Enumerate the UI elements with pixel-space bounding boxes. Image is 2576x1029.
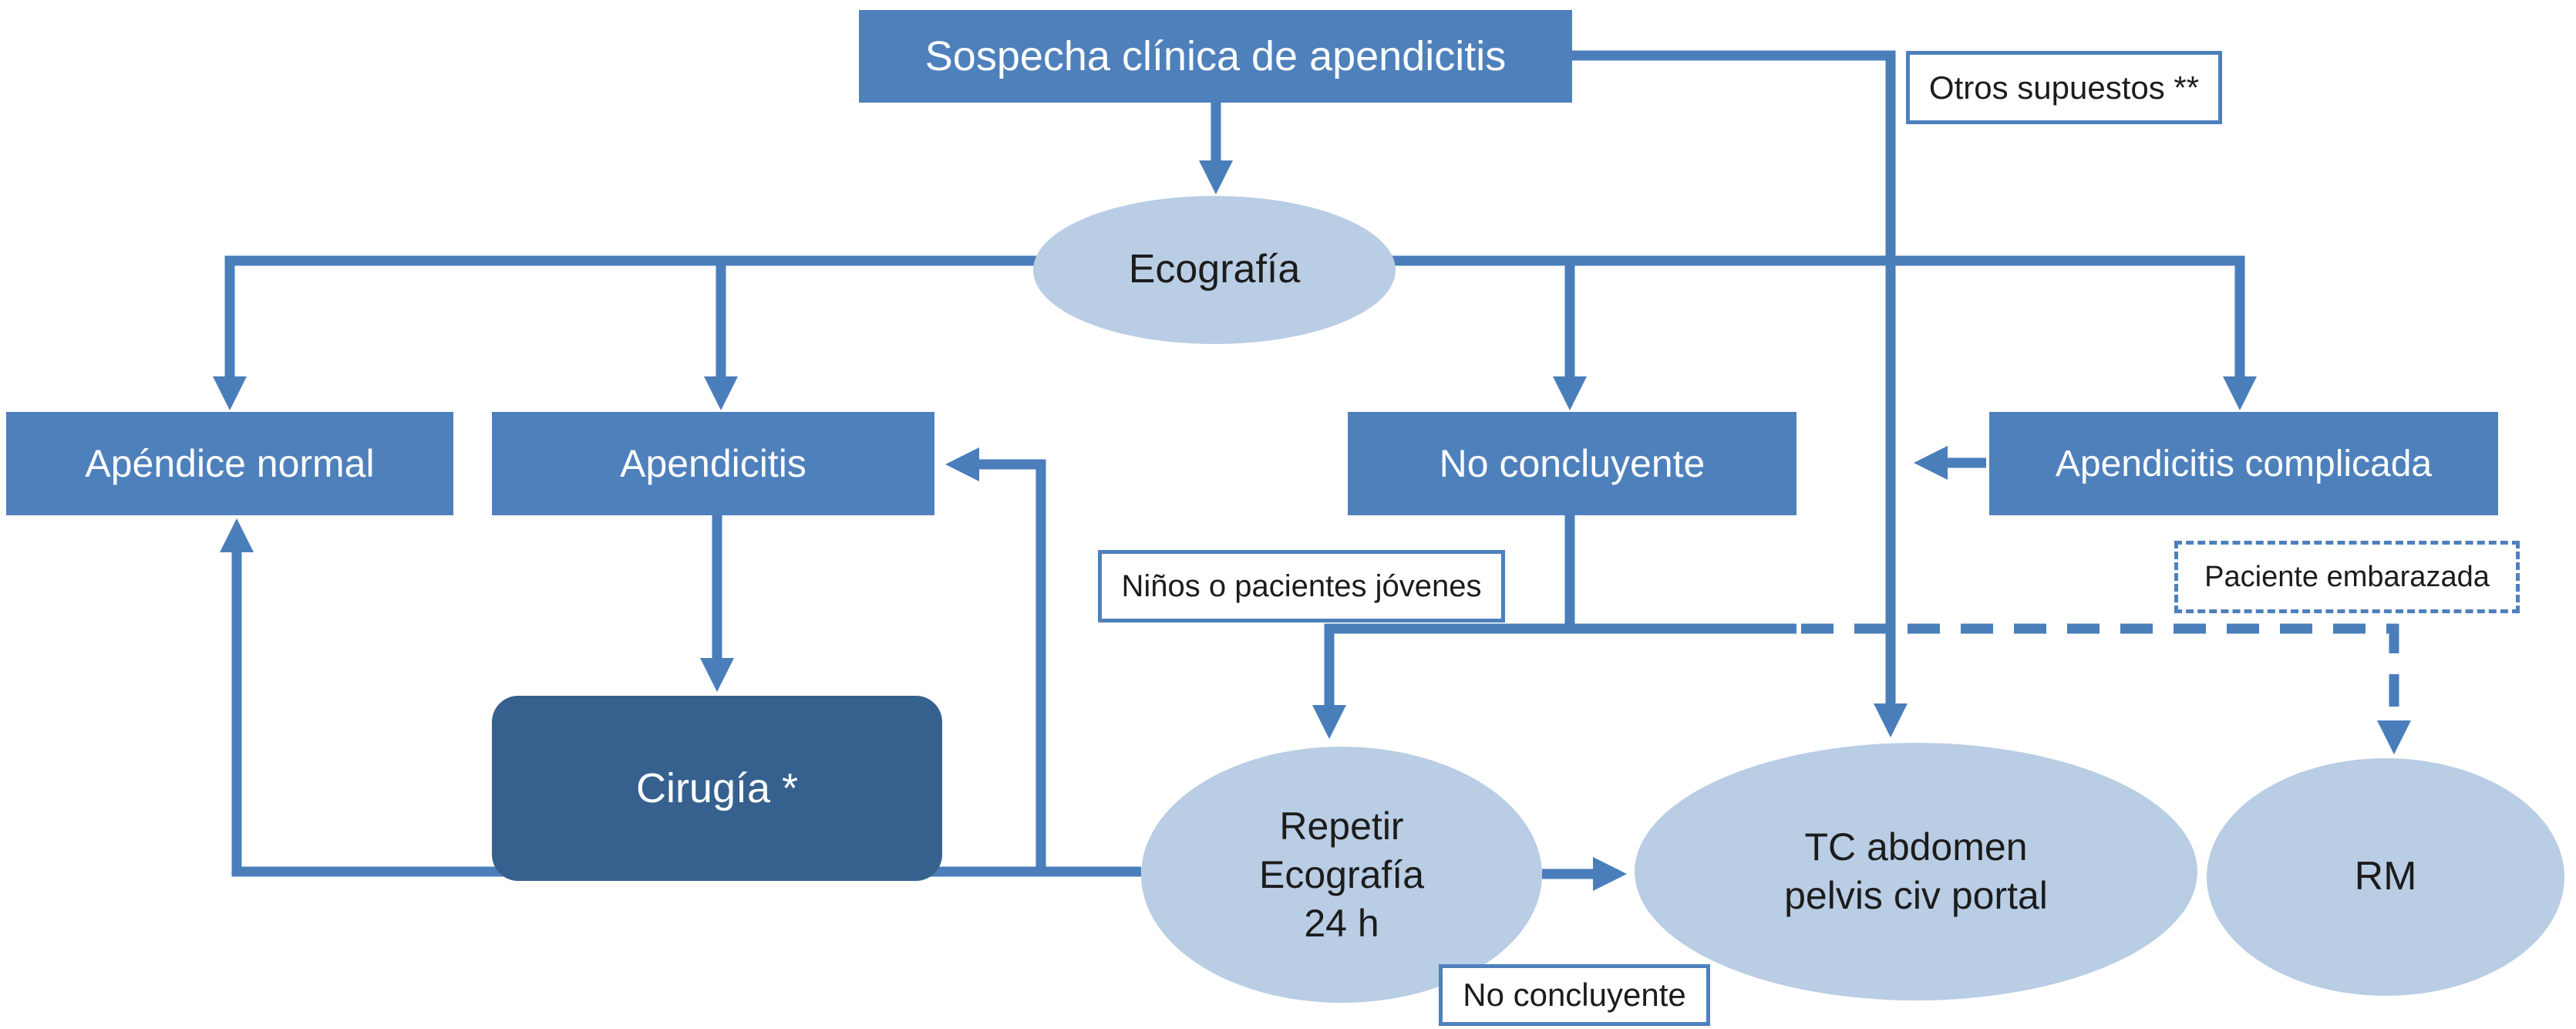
arrowhead-to-rm — [2377, 720, 2411, 754]
node-no-concluyente: No concluyente — [1348, 412, 1796, 515]
node-no-concluyente-label: No concluyente — [1439, 442, 1706, 485]
label-no-concluyente-bottom-text: No concluyente — [1463, 977, 1686, 1013]
arrowhead-to-cirugia — [700, 658, 734, 692]
line-no-concluyente-to-repetir — [1324, 511, 1796, 707]
node-tc-abdomen-label: TC abdomen pelvis civ portal — [1784, 825, 2048, 917]
node-ecografia-label: Ecografía — [1128, 247, 1301, 292]
node-repetir-ecografia-label: Repetir Ecografía 24 h — [1258, 804, 1424, 945]
label-paciente-embarazada: Paciente embarazada — [2174, 541, 2520, 613]
node-rm: RM — [2207, 758, 2564, 996]
dashed-line-to-rm — [1801, 623, 2399, 720]
node-ecografia: Ecografía — [1033, 196, 1396, 344]
arrowhead-to-no-concluyente — [1553, 376, 1587, 410]
node-apendicitis-label: Apendicitis — [620, 442, 806, 485]
arrowhead-sospecha-to-ecografia — [1199, 160, 1233, 194]
node-rm-label: RM — [2354, 854, 2417, 899]
label-otros-supuestos: Otros supuestos ** — [1906, 51, 2222, 124]
arrowhead-to-apendice-normal — [213, 376, 247, 410]
node-apendice-normal: Apéndice normal — [6, 412, 453, 515]
line-otros-supuestos-to-tc — [1572, 50, 1896, 705]
node-apendice-normal-label: Apéndice normal — [85, 442, 375, 485]
arrowhead-to-repetir — [1312, 705, 1346, 739]
node-sospecha-clinica: Sospecha clínica de apendicitis — [859, 10, 1572, 103]
arrowhead-to-tc — [1874, 703, 1908, 737]
arrowhead-to-apendicitis-complicada — [2223, 376, 2257, 410]
node-tc-abdomen: TC abdomen pelvis civ portal — [1635, 743, 2197, 1000]
arrowhead-up-to-apendice-normal — [220, 518, 254, 552]
label-ninos-pacientes-jovenes: Niños o pacientes jóvenes — [1098, 550, 1505, 622]
arrowhead-complicada-to-tc-line — [1914, 446, 1948, 480]
arrowhead-left-to-apendicitis — [945, 447, 979, 481]
arrowhead-repetir-to-tc — [1593, 857, 1627, 891]
node-apendicitis: Apendicitis — [492, 412, 934, 515]
label-otros-supuestos-text: Otros supuestos ** — [1928, 69, 2200, 106]
arrowhead-to-apendicitis — [704, 376, 738, 410]
node-apendicitis-complicada-label: Apendicitis complicada — [2055, 443, 2433, 484]
label-no-concluyente-bottom: No concluyente — [1439, 964, 1710, 1026]
loopback-branch-to-apendicitis — [959, 459, 1046, 872]
label-ninos-pacientes-jovenes-text: Niños o pacientes jóvenes — [1121, 568, 1482, 603]
label-paciente-embarazada-text: Paciente embarazada — [2204, 560, 2490, 593]
node-cirugia: Cirugía * — [492, 696, 942, 881]
node-apendicitis-complicada: Apendicitis complicada — [1989, 412, 2498, 515]
node-repetir-ecografia: Repetir Ecografía 24 h — [1141, 747, 1542, 1003]
node-cirugia-label: Cirugía * — [635, 765, 799, 811]
node-sospecha-clinica-label: Sospecha clínica de apendicitis — [924, 33, 1507, 79]
